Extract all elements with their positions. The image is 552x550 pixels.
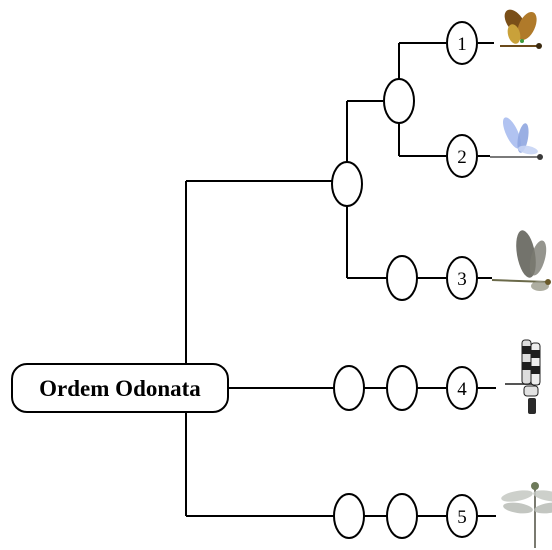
insect-illustrations	[490, 9, 552, 548]
internal-node-clade-a	[331, 161, 363, 207]
terminal-node-circle	[446, 134, 478, 178]
terminal-node-number: 1	[457, 34, 467, 55]
terminal-node-circle	[446, 366, 478, 410]
internal-node-clade-b	[383, 78, 415, 124]
internal-node-taxon-3-lineage	[386, 255, 418, 301]
internal-node-taxon-4-lineage-b	[386, 365, 418, 411]
terminal-node-2: 2	[446, 134, 478, 178]
terminal-node-3: 3	[446, 256, 478, 300]
internal-node-taxon-5-lineage-b	[386, 493, 418, 539]
terminal-node-circle	[446, 21, 478, 65]
terminal-node-circle	[446, 256, 478, 300]
terminal-node-number: 2	[457, 147, 467, 168]
dragonfly-pale-icon	[501, 482, 552, 548]
dragonfly-banded-icon	[505, 339, 541, 414]
internal-node-taxon-4-lineage-a	[333, 365, 365, 411]
terminal-node-4: 4	[446, 366, 478, 410]
terminal-node-5: 5	[446, 494, 478, 538]
terminal-nodes: 1 2 3 4 5	[446, 21, 478, 538]
terminal-node-1: 1	[446, 21, 478, 65]
terminal-node-number: 5	[457, 507, 467, 528]
internal-nodes	[331, 78, 418, 539]
root-node: Ordem Odonata	[11, 363, 229, 413]
terminal-node-circle	[446, 494, 478, 538]
dragonfly-brown-icon	[500, 9, 542, 49]
damselfly-blue-icon	[490, 117, 543, 160]
internal-node-taxon-5-lineage-a	[333, 493, 365, 539]
root-label: Ordem Odonata	[39, 376, 201, 401]
root-box	[11, 363, 229, 413]
terminal-node-number: 4	[457, 379, 467, 400]
dragonfly-grey-icon	[491, 230, 551, 291]
terminal-node-number: 3	[457, 269, 467, 290]
